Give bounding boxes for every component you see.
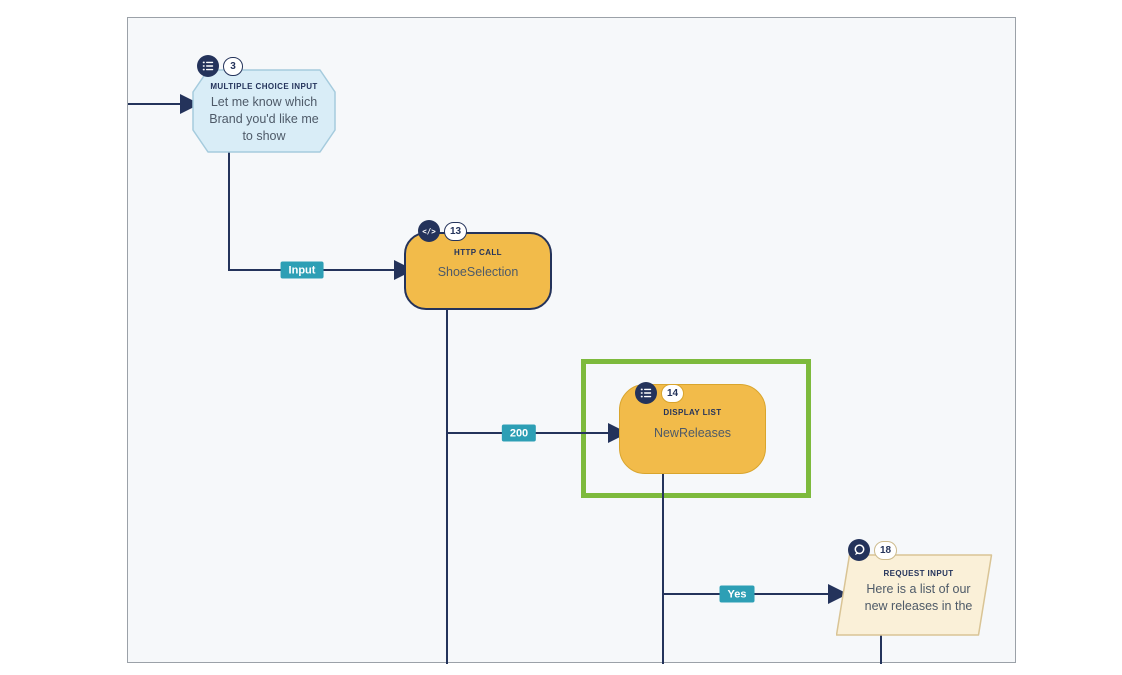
node-multiple-choice-input[interactable]: 3 MULTIPLE CHOICE INPUT Let me know whic… [192, 55, 336, 153]
list-icon [197, 55, 219, 77]
edge-label-input[interactable]: Input [280, 261, 324, 279]
chat-icon [848, 539, 870, 561]
code-icon: </> [418, 220, 440, 242]
node-badge: 13 [444, 221, 468, 241]
svg-text:</>: </> [422, 227, 436, 236]
node-text: Let me know which Brand you'd like me to… [209, 95, 319, 143]
node-badge: 3 [223, 56, 243, 76]
node-display-list[interactable]: 14 DISPLAY LIST NewReleases [619, 382, 766, 474]
node-text: Here is a list of our new releases in th… [864, 582, 973, 613]
node-http-call[interactable]: </> 13 HTTP CALL ShoeSelection [404, 220, 552, 310]
node-type-label: MULTIPLE CHOICE INPUT [210, 82, 318, 91]
node-text: ShoeSelection [437, 265, 519, 279]
node-type-label: DISPLAY LIST [663, 408, 722, 417]
parallelogram-shape [836, 554, 993, 636]
flow-canvas[interactable]: 3 MULTIPLE CHOICE INPUT Let me know whic… [127, 17, 1016, 664]
node-badge: 18 [874, 540, 898, 560]
node-badge: 14 [661, 383, 685, 403]
edge-lines [128, 94, 882, 664]
list-icon [635, 382, 657, 404]
edge-label-200[interactable]: 200 [501, 424, 537, 442]
selection-highlight [581, 359, 811, 498]
node-type-label: REQUEST INPUT [883, 569, 954, 578]
edge-label-yes[interactable]: Yes [719, 585, 755, 603]
edge-input [228, 152, 414, 280]
node-type-label: HTTP CALL [454, 248, 502, 257]
node-request-input[interactable]: 18 REQUEST INPUT Here is a list of our n… [836, 539, 993, 636]
node-text: NewReleases [653, 426, 732, 440]
